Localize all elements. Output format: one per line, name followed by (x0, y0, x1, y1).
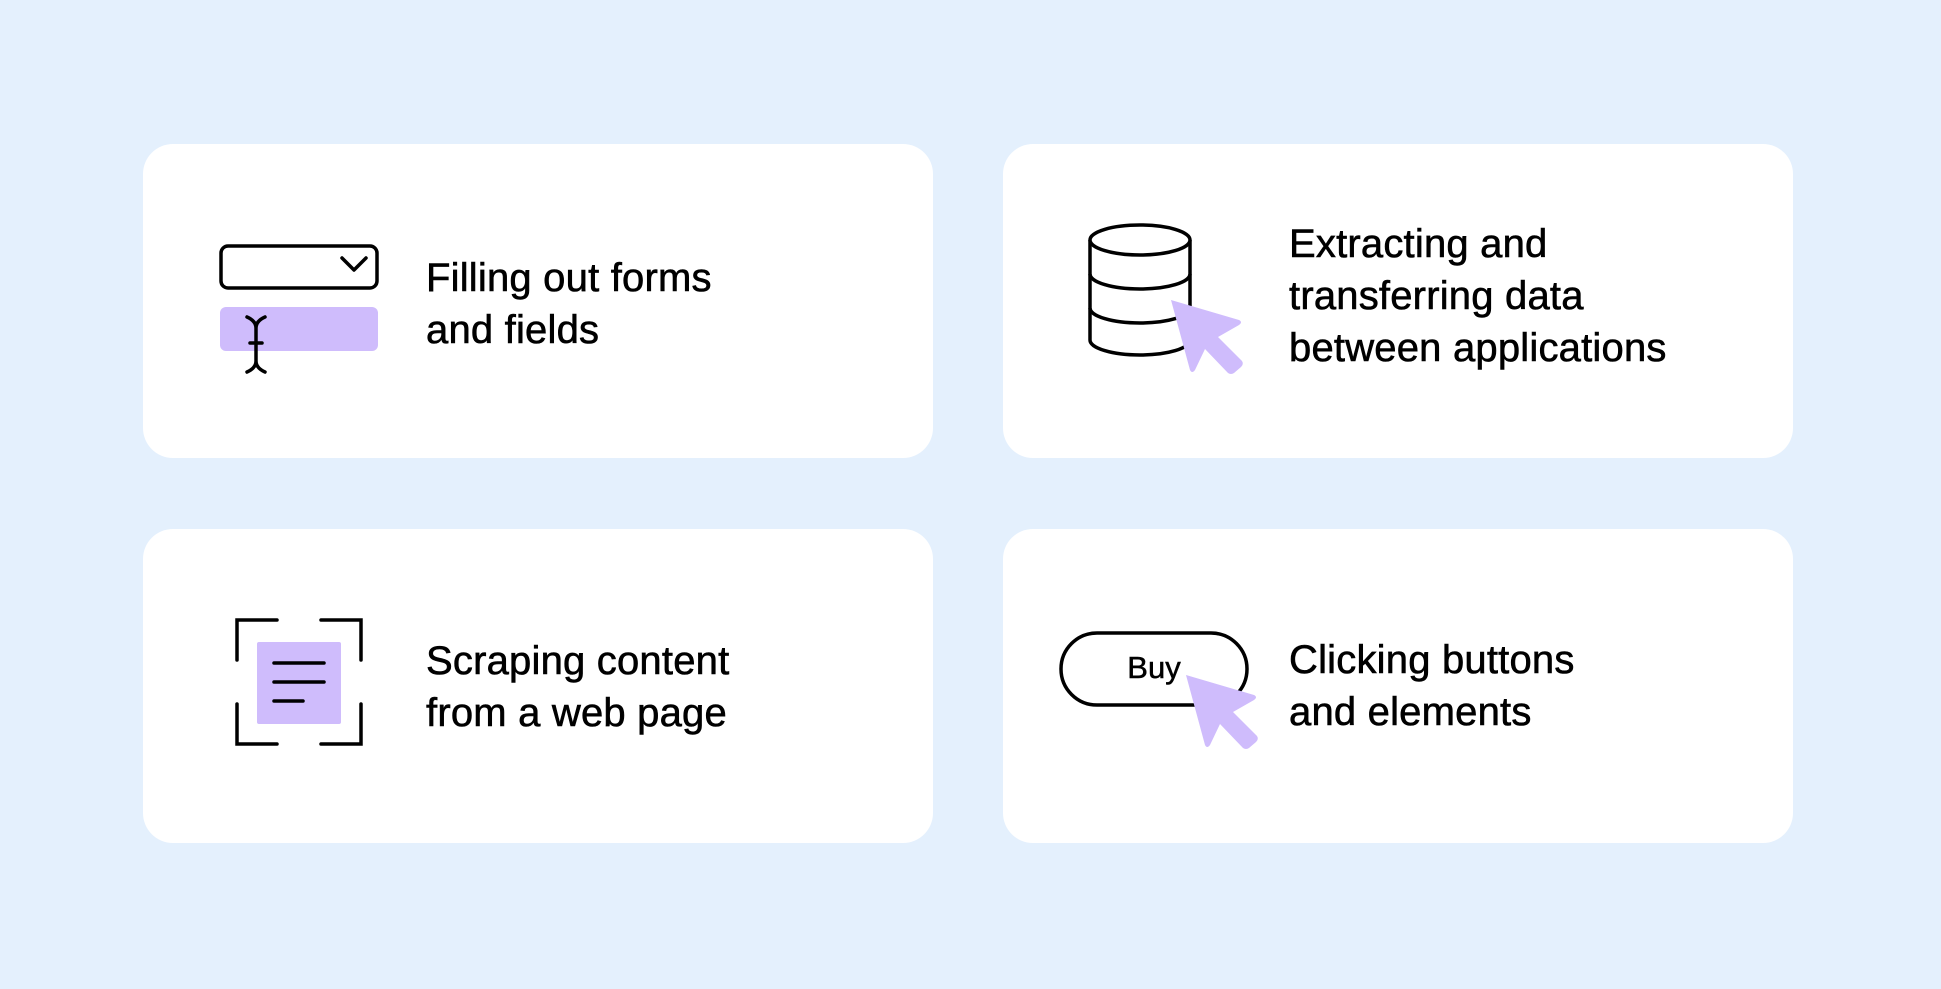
scan-document-icon (235, 618, 367, 750)
card-title: Extracting and transferring data between… (1289, 218, 1667, 374)
card-scraping-content: Scraping content from a web page (143, 529, 933, 843)
buy-button-label: Buy (1127, 650, 1181, 685)
card-title: Scraping content from a web page (426, 635, 730, 739)
card-title: Clicking buttons and elements (1289, 634, 1575, 738)
form-fields-icon (219, 244, 389, 374)
card-title: Filling out forms and fields (426, 252, 712, 356)
card-title-line: Extracting and (1289, 222, 1548, 267)
card-title-line: Filling out forms (426, 256, 712, 301)
card-title-line: Scraping content (426, 639, 730, 684)
card-clicking-buttons: Buy Clicking buttons and elements (1003, 529, 1793, 843)
card-title-line: from a web page (426, 691, 727, 736)
card-title-line: and fields (426, 308, 600, 353)
card-filling-forms: Filling out forms and fields (143, 144, 933, 458)
card-title-line: transferring data (1289, 274, 1584, 319)
database-cursor-icon (1087, 222, 1247, 374)
card-title-line: Clicking buttons (1289, 638, 1575, 683)
card-title-line: between applications (1289, 326, 1667, 371)
buy-button-cursor-icon: Buy (1059, 631, 1269, 751)
card-title-line: and elements (1289, 690, 1532, 735)
card-extracting-data: Extracting and transferring data between… (1003, 144, 1793, 458)
